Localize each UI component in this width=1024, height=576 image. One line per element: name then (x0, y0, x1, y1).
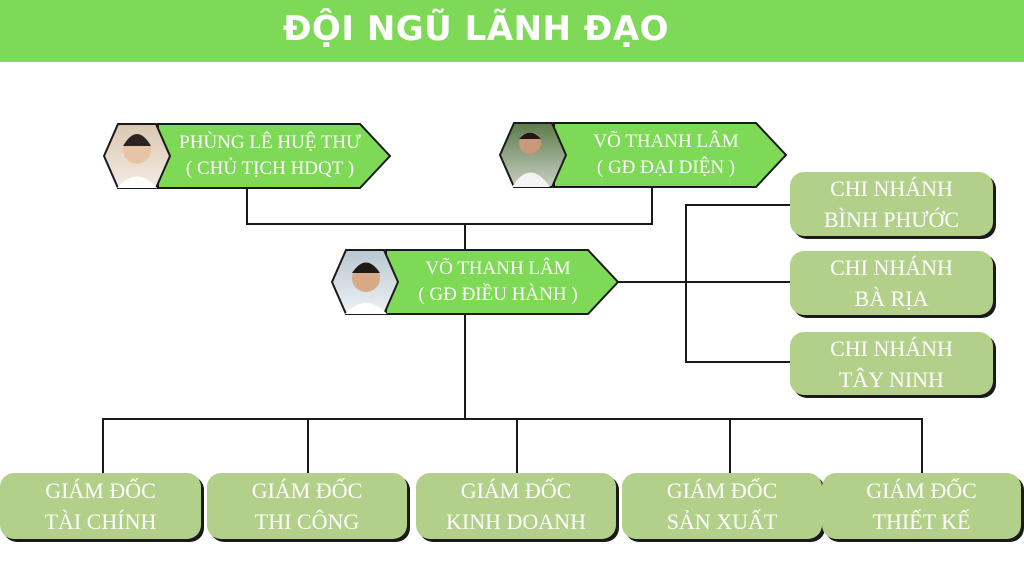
connector-lines (102, 187, 923, 473)
branch-line2: BÀ RỊA (854, 286, 929, 311)
director-line2: KINH DOANH (446, 509, 586, 534)
director-san-xuat: GIÁM ĐỐC SẢN XUẤT (622, 473, 822, 539)
portrait-photo-2 (498, 122, 568, 188)
director-kinh-doanh: GIÁM ĐỐC KINH DOANH (416, 473, 616, 539)
branch-binh-phuoc: CHI NHÁNH BÌNH PHƯỚC (790, 172, 993, 236)
director-tai-chinh: GIÁM ĐỐC TÀI CHÍNH (0, 473, 201, 539)
director-line2: THI CÔNG (254, 509, 360, 534)
branch-line2: BÌNH PHƯỚC (823, 207, 960, 232)
director-thi-cong: GIÁM ĐỐC THI CÔNG (207, 473, 407, 539)
director-line2: THIẾT KẾ (872, 509, 971, 534)
branch-ba-ria: CHI NHÁNH BÀ RỊA (790, 251, 993, 315)
branch-tay-ninh: CHI NHÁNH TÂY NINH (790, 332, 993, 395)
director-line1: GIÁM ĐỐC (251, 478, 363, 503)
branch-line2: TÂY NINH (839, 366, 944, 392)
branch-line1: CHI NHÁNH (830, 255, 953, 280)
branch-line1: CHI NHÁNH (830, 335, 953, 361)
director-line2: SẢN XUẤT (666, 509, 778, 534)
director-line2: TÀI CHÍNH (44, 509, 157, 534)
leader-2-label: VÕ THANH LÂM ( GĐ ĐẠI DIỆN ) (566, 129, 766, 181)
leader-1-name: PHÙNG LÊ HUỆ THƯ (179, 132, 361, 153)
leader-2-name: VÕ THANH LÂM (593, 131, 739, 152)
director-line1: GIÁM ĐỐC (866, 478, 977, 503)
leader-2-role: ( GĐ ĐẠI DIỆN ) (596, 157, 736, 178)
director-line1: GIÁM ĐỐC (666, 478, 778, 503)
branch-line1: CHI NHÁNH (830, 176, 953, 201)
director-thiet-ke: GIÁM ĐỐC THIẾT KẾ (822, 473, 1021, 539)
portrait-photo-1 (102, 123, 172, 189)
portrait-photo-3 (330, 249, 400, 315)
leader-1-label: PHÙNG LÊ HUỆ THƯ ( CHỦ TỊCH HDQT ) (170, 130, 370, 182)
header-bar: ĐỘI NGŨ LÃNH ĐẠO (0, 0, 1024, 62)
director-line1: GIÁM ĐỐC (460, 478, 572, 503)
page-title: ĐỘI NGŨ LÃNH ĐẠO (282, 9, 670, 49)
leader-1-role: ( CHỦ TỊCH HDQT ) (185, 158, 355, 179)
leader-3-name: VÕ THANH LÂM (425, 258, 571, 279)
leader-3-role: ( GĐ ĐIỀU HÀNH ) (418, 284, 578, 305)
leader-3-label: VÕ THANH LÂM ( GĐ ĐIỀU HÀNH ) (398, 256, 598, 308)
director-line1: GIÁM ĐỐC (45, 478, 156, 503)
